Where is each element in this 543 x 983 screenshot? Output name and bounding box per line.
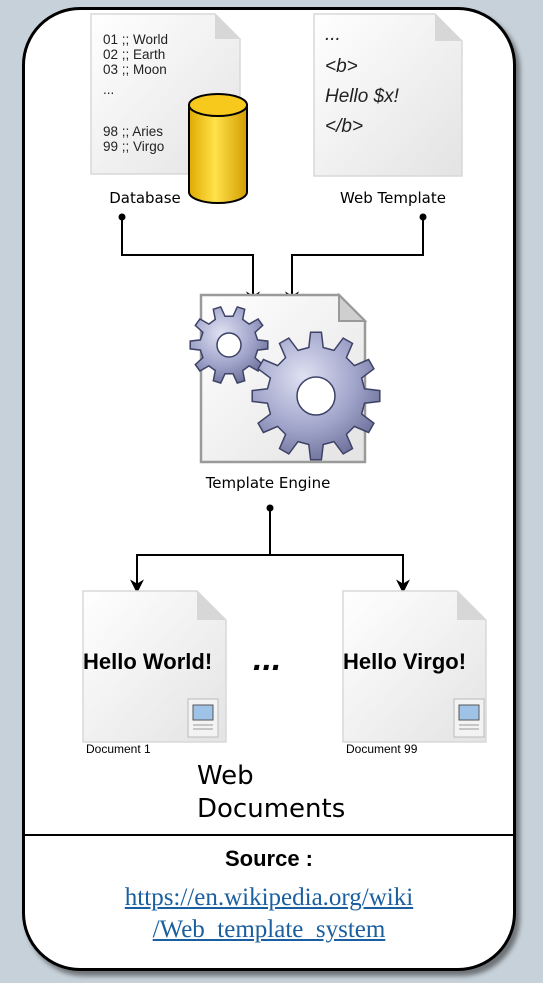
source-link[interactable]: https://en.wikipedia.org/wiki /Web_templ… bbox=[25, 882, 513, 946]
database-cylinder-icon bbox=[188, 93, 248, 204]
template-line: ... bbox=[325, 24, 341, 45]
documents-ellipsis: ... bbox=[253, 640, 281, 678]
database-label: Database bbox=[109, 189, 181, 207]
template-lines: ... <b> Hello $x! </b> bbox=[325, 24, 400, 137]
database-line: 01 ;; World bbox=[103, 32, 168, 47]
web-template-document-icon bbox=[313, 13, 463, 177]
source-link-line2[interactable]: /Web_template_system bbox=[152, 916, 386, 943]
document-99-caption: Document 99 bbox=[346, 742, 418, 756]
web-documents-title-line2: Documents bbox=[197, 794, 345, 824]
database-line: 98 ;; Aries bbox=[103, 124, 163, 139]
template-engine-icon bbox=[189, 292, 381, 464]
source-link-line1[interactable]: https://en.wikipedia.org/wiki bbox=[124, 884, 414, 911]
database-line: 03 ;; Moon bbox=[103, 62, 167, 77]
template-line: <b> bbox=[325, 56, 358, 77]
document-99-icon bbox=[342, 590, 487, 743]
large-gear-icon-hole bbox=[296, 376, 336, 416]
database-lines: 01 ;; World 02 ;; Earth 03 ;; Moon ... 9… bbox=[103, 32, 168, 154]
template-line: Hello $x! bbox=[325, 86, 400, 107]
web-documents-title-line1: Web bbox=[197, 761, 254, 791]
source-label: Source : bbox=[224, 846, 314, 871]
source-divider bbox=[25, 834, 513, 836]
database-line: 99 ;; Virgo bbox=[103, 139, 164, 154]
document-1-icon bbox=[82, 590, 227, 743]
web-template-label: Web Template bbox=[340, 189, 446, 207]
document-1-caption: Document 1 bbox=[86, 742, 151, 756]
database-line: ... bbox=[103, 82, 114, 97]
document-1-text: Hello World! bbox=[83, 649, 212, 674]
input-connectors bbox=[118, 213, 427, 306]
document-99-text: Hello Virgo! bbox=[343, 649, 466, 674]
small-gear-icon-hole bbox=[216, 332, 242, 358]
diagram-card: 01 ;; World 02 ;; Earth 03 ;; Moon ... 9… bbox=[22, 7, 516, 971]
template-line: </b> bbox=[325, 116, 363, 137]
database-line: 02 ;; Earth bbox=[103, 47, 165, 62]
web-template-diagram: 01 ;; World 02 ;; Earth 03 ;; Moon ... 9… bbox=[82, 13, 487, 824]
output-connectors bbox=[130, 504, 410, 594]
template-engine-label: Template Engine bbox=[205, 474, 331, 492]
